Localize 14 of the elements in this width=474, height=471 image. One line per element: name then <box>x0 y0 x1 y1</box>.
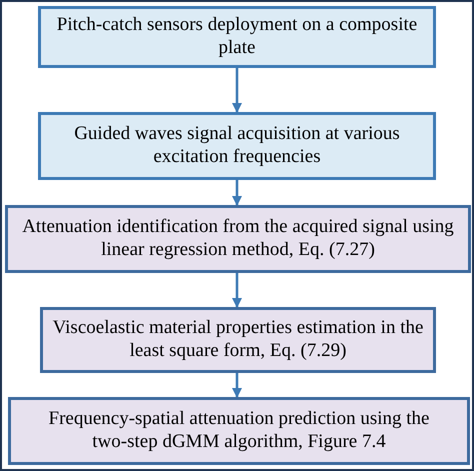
step-text: Guided waves signal acquisition at various excitation frequencies <box>73 123 401 169</box>
process-box <box>8 397 470 465</box>
step-text: Frequency-spatial attenuation prediction using the two-step dGMM algorithm, Figure 7.4 <box>48 408 430 454</box>
process-box <box>38 6 436 68</box>
step-text: Pitch-catch sensors deployment on a composite plate <box>56 14 418 60</box>
process-box <box>40 307 436 373</box>
process-box <box>5 205 471 273</box>
step-text: Viscoelastic material properties estimation in the least square form, Eq. (7.29) <box>52 317 424 363</box>
arrow <box>232 273 242 308</box>
arrow <box>232 373 242 398</box>
arrow <box>232 68 242 113</box>
process-box <box>38 112 436 180</box>
step-text: Attenuation identification from the acquired signal using linear regression method, Eq. (7.27) <box>21 216 455 262</box>
arrow <box>232 180 242 206</box>
